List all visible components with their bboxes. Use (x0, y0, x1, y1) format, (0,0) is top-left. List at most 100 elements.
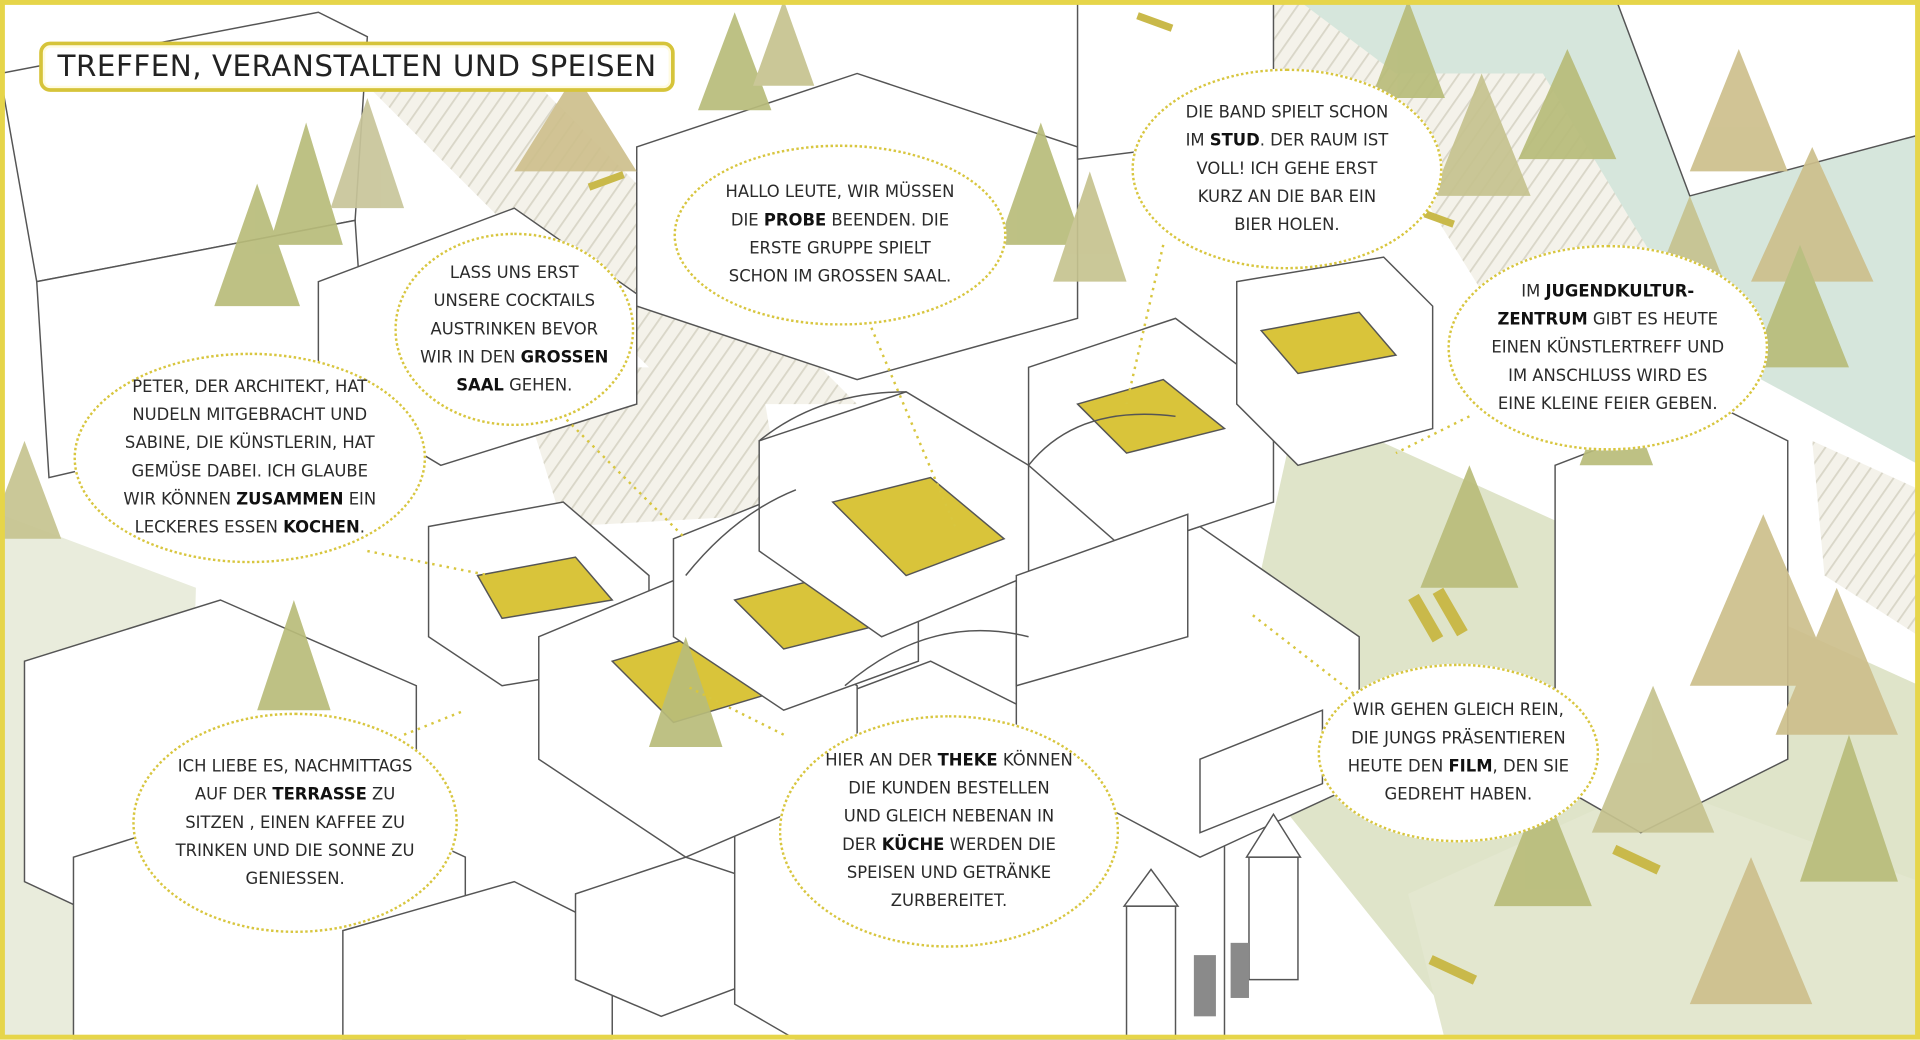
bubble-text-segment: AUSTRINKEN BEVOR (430, 320, 599, 339)
speech-bubble-band: DIE BAND SPIELT SCHON IM STUD. DER RAUM I… (1131, 68, 1443, 270)
bubble-text-segment: GIBT ES HEUTE (1587, 310, 1719, 329)
bubble-line: WIR IN DEN GROßEN (420, 343, 608, 371)
bubble-line: SAAL GEHEN. (420, 372, 608, 400)
bubble-text-segment: GEDREHT HABEN. (1384, 786, 1533, 805)
bubble-line: SPEISEN UND GETRÄNKE (825, 860, 1073, 888)
bubble-keyword: TERRASSE (272, 785, 367, 804)
bubble-keyword: SAAL (456, 376, 504, 395)
bubble-line: GENIESSEN. (176, 865, 415, 893)
bubble-line: HIER AN DER THEKE KÖNNEN (825, 747, 1073, 775)
bubble-keyword: ZUSAMMEN (236, 491, 344, 510)
bubble-text-segment: NUDELN MITGEBRACHT UND (132, 406, 368, 425)
bubble-line: AUF DER TERRASSE ZU (176, 781, 415, 809)
bubble-text-segment: DER (842, 836, 882, 855)
bubble-keyword: KOCHEN (283, 519, 360, 538)
bubble-text-segment: SABINE, DIE KÜNSTLERIN, HAT (124, 434, 375, 454)
bubble-text-segment: AUF DER (194, 785, 273, 804)
bubble-text-segment: HEUTE DEN (1347, 757, 1449, 777)
bubble-line: WIR KÖNNEN ZUSAMMEN EIN (123, 486, 376, 514)
bubble-text: HALLO LEUTE, WIR MÜßENDIE PROBE BEENDEN.… (726, 179, 955, 292)
bubble-line: SITZEN , EINEN KAFFEE ZU (176, 809, 415, 837)
bubble-text-segment: ZURBEREITET. (890, 892, 1008, 912)
bubble-line: BIER HOLEN. (1186, 211, 1389, 239)
bubble-line: LECKERES ESSEN KOCHEN. (123, 514, 376, 542)
bubble-line: WIR GEHEN GLEICH REIN, (1348, 697, 1569, 725)
bubble-line: GEMÜSE DABEI. ICH GLAUBE (123, 458, 376, 486)
bubble-text-segment: DIE KUNDEN BESTELLEN (848, 780, 1050, 799)
bubble-text-segment: GENIESSEN. (245, 870, 345, 889)
bubble-line: LASS UNS ERST (420, 259, 608, 287)
speech-bubble-theke: HIER AN DER THEKE KÖNNEN DIE KUNDEN BESTE… (778, 715, 1120, 948)
bubble-line: EINEN KÜNSTLERTREFF UND (1491, 334, 1724, 362)
bubble-text-segment: . DER RAUM IST (1259, 131, 1389, 151)
bubble-text-segment: LASS UNS ERST (449, 263, 579, 283)
speech-bubble-film: WIR GEHEN GLEICH REIN, DIE JUNGS PRÄSENTI… (1317, 663, 1600, 843)
bubble-keyword: ZENTRUM (1497, 310, 1588, 329)
bubble-text-segment: WIR GEHEN GLEICH REIN, (1352, 701, 1564, 721)
bubble-text-segment: HIER AN DER (825, 751, 938, 771)
bubble-text: LASS UNS ERST UNSERE COCKTAILS AUSTRINKEN … (420, 259, 608, 400)
speech-bubble-terrasse: ICH LIEBE ES, NACHMITTAGS AUF DER TERRASS… (132, 712, 458, 934)
bubble-keyword: FILM (1448, 757, 1493, 777)
bubble-line: AUSTRINKEN BEVOR (420, 315, 608, 343)
bubble-text-segment: PETER, DER ARCHITEKT, HAT (132, 378, 368, 397)
bubble-text-segment: . (359, 519, 365, 538)
bubble-text-segment: WIR KÖNNEN (123, 491, 237, 510)
bubble-line: IM STUD. DER RAUM IST (1186, 127, 1389, 155)
bubble-text-segment: GEHEN. (503, 376, 573, 395)
bubble-text-segment: DIE BAND SPIELT SCHON (1185, 103, 1389, 122)
bubble-leader-lines (367, 244, 1470, 736)
speech-bubble-probe: HALLO LEUTE, WIR MÜßENDIE PROBE BEENDEN.… (673, 144, 1007, 326)
bubble-text-segment: TRINKEN UND DIE SONNE ZU (175, 841, 415, 861)
bubble-line: ZENTRUM GIBT ES HEUTE (1491, 306, 1724, 334)
bubble-text-segment: UND GLEICH NEBENAN IN (843, 808, 1055, 827)
bubble-text-segment: GEMÜSE DABEI. ICH GLAUBE (131, 462, 369, 482)
bubble-line: DIE BAND SPIELT SCHON (1186, 99, 1389, 127)
bubble-line: NUDELN MITGEBRACHT UND (123, 402, 376, 430)
bubble-text: PETER, DER ARCHITEKT, HAT NUDELN MITGEBRA… (123, 373, 376, 542)
bubble-line: HALLO LEUTE, WIR MÜßEN (726, 179, 955, 207)
bubble-line: ERSTE GRUPPE SPIELT (726, 235, 955, 263)
bubble-text-segment: SPEISEN UND GETRÄNKE (846, 864, 1052, 883)
bubble-text-segment: IM ANSCHLUSS WIRD ES (1508, 366, 1708, 386)
page-title: TREFFEN, VERANSTALTEN UND SPEISEN (39, 41, 675, 92)
bubble-text-segment: BIER HOLEN. (1234, 216, 1340, 235)
bubble-text-segment: WERDEN DIE (944, 836, 1056, 855)
bubble-text-segment: KURZ AN DIE BAR EIN (1197, 187, 1377, 207)
bubble-text-segment: EINEN KÜNSTLERTREFF UND (1491, 338, 1725, 357)
bubble-line: DER KÜCHE WERDEN DIE (825, 831, 1073, 859)
bubble-line: UND GLEICH NEBENAN IN (825, 803, 1073, 831)
bubble-text-segment: ICH LIEBE ES, NACHMITTAGS (177, 757, 413, 776)
bubble-text-segment: EIN (343, 491, 377, 510)
bubble-text-segment: KÖNNEN (997, 751, 1073, 771)
bubble-keyword: STUD (1209, 131, 1260, 151)
bubble-text-segment: UNSERE COCKTAILS (433, 292, 596, 311)
bubble-line: DIE PROBE BEENDEN. DIE (726, 207, 955, 235)
bubble-text-segment: SCHON IM GROßEN SAAL. (728, 268, 952, 287)
church-front (1122, 812, 1302, 1040)
bubble-line: EINE KLEINE FEIER GEBEN. (1491, 390, 1724, 418)
bubble-text-segment: EINE KLEINE FEIER GEBEN. (1497, 394, 1718, 414)
speech-bubble-cocktails: LASS UNS ERST UNSERE COCKTAILS AUSTRINKEN … (394, 232, 635, 427)
bubble-line: ICH LIEBE ES, NACHMITTAGS (176, 752, 415, 780)
bubble-text-segment: DIE JUNGS PRÄSENTIEREN (1351, 729, 1566, 749)
bubble-text-segment: WIR IN DEN (420, 348, 521, 367)
bubble-line: GEDREHT HABEN. (1348, 781, 1569, 809)
bubble-text: HIER AN DER THEKE KÖNNEN DIE KUNDEN BESTE… (825, 747, 1073, 916)
bubble-keyword: PROBE (763, 211, 827, 231)
bubble-text-segment: BEENDEN. DIE (826, 211, 950, 231)
bubble-text-segment: ZU (366, 785, 396, 804)
bubble-line: VOLL! ICH GEHE ERST (1186, 155, 1389, 183)
bubble-line: IM ANSCHLUSS WIRD ES (1491, 362, 1724, 390)
bubble-text-segment: IM (1185, 131, 1210, 151)
bubble-text: ICH LIEBE ES, NACHMITTAGS AUF DER TERRASS… (176, 752, 415, 893)
bubble-line: SABINE, DIE KÜNSTLERIN, HAT (123, 430, 376, 458)
bubble-line: DIE KUNDEN BESTELLEN (825, 775, 1073, 803)
bubble-text-segment: DIE (730, 211, 764, 231)
bubble-text-segment: , DEN SIE (1492, 757, 1570, 777)
bubble-line: PETER, DER ARCHITEKT, HAT (123, 373, 376, 401)
bubble-text-segment: IM (1521, 282, 1546, 301)
